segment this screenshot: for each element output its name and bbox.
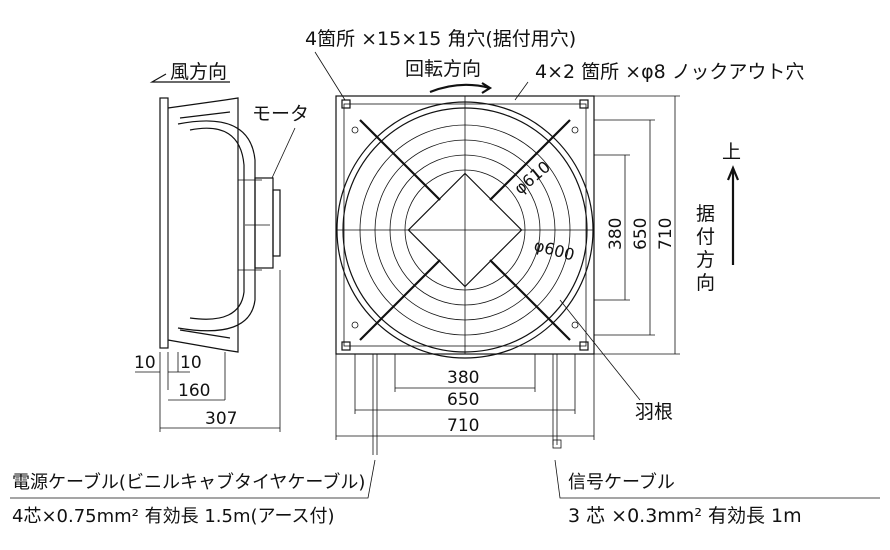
wind-direction-arrow — [149, 73, 230, 83]
dim-10a: 10 — [134, 353, 156, 373]
cable-notes: 電源ケーブル(ビニルキャブタイヤケーブル) 4芯×0.75mm² 有効長 1.5… — [10, 459, 880, 527]
front-view: φ610 φ600 4箇所 ×15×15 角穴(据付用穴) 回転方向 4×2 箇… — [305, 28, 804, 455]
dim-h650: 650 — [447, 390, 479, 410]
rotation-direction-label: 回転方向 — [405, 58, 481, 80]
power-cable-title: 電源ケーブル(ビニルキャブタイヤケーブル) — [12, 471, 365, 493]
up-arrow — [726, 165, 740, 265]
dim-160: 160 — [178, 381, 210, 401]
rotation-arrow — [429, 82, 493, 94]
dim-h710: 710 — [447, 416, 479, 436]
signal-cable-spec: 3 芯 ×0.3mm² 有効長 1m — [568, 505, 802, 527]
wind-direction-label: 風方向 — [170, 61, 227, 83]
side-view: 風方向 モータ 10 10 160 307 — [134, 61, 309, 432]
dim-10b: 10 — [180, 353, 202, 373]
knockout-holes-label: 4×2 箇所 ×φ8 ノックアウト穴 — [535, 61, 804, 83]
dim-v380: 380 — [606, 218, 626, 250]
dim-h380: 380 — [447, 368, 479, 388]
mounting-direction-4: 向 — [696, 272, 715, 294]
mounting-direction-2: 付 — [696, 226, 715, 248]
signal-cable-title: 信号ケーブル — [568, 471, 675, 493]
phi610-label: φ610 — [510, 157, 554, 198]
motor-label: モータ — [252, 103, 309, 125]
dim-307: 307 — [205, 409, 237, 429]
mounting-holes-label: 4箇所 ×15×15 角穴(据付用穴) — [305, 28, 576, 50]
dim-v710: 710 — [656, 218, 676, 250]
power-cable-spec: 4芯×0.75mm² 有効長 1.5m(アース付) — [12, 506, 335, 527]
blade-label: 羽根 — [635, 401, 673, 423]
dim-v650: 650 — [631, 218, 651, 250]
mounting-direction-3: 方 — [696, 249, 715, 271]
mounting-direction-1: 据 — [696, 203, 715, 225]
up-label: 上 — [722, 141, 741, 163]
